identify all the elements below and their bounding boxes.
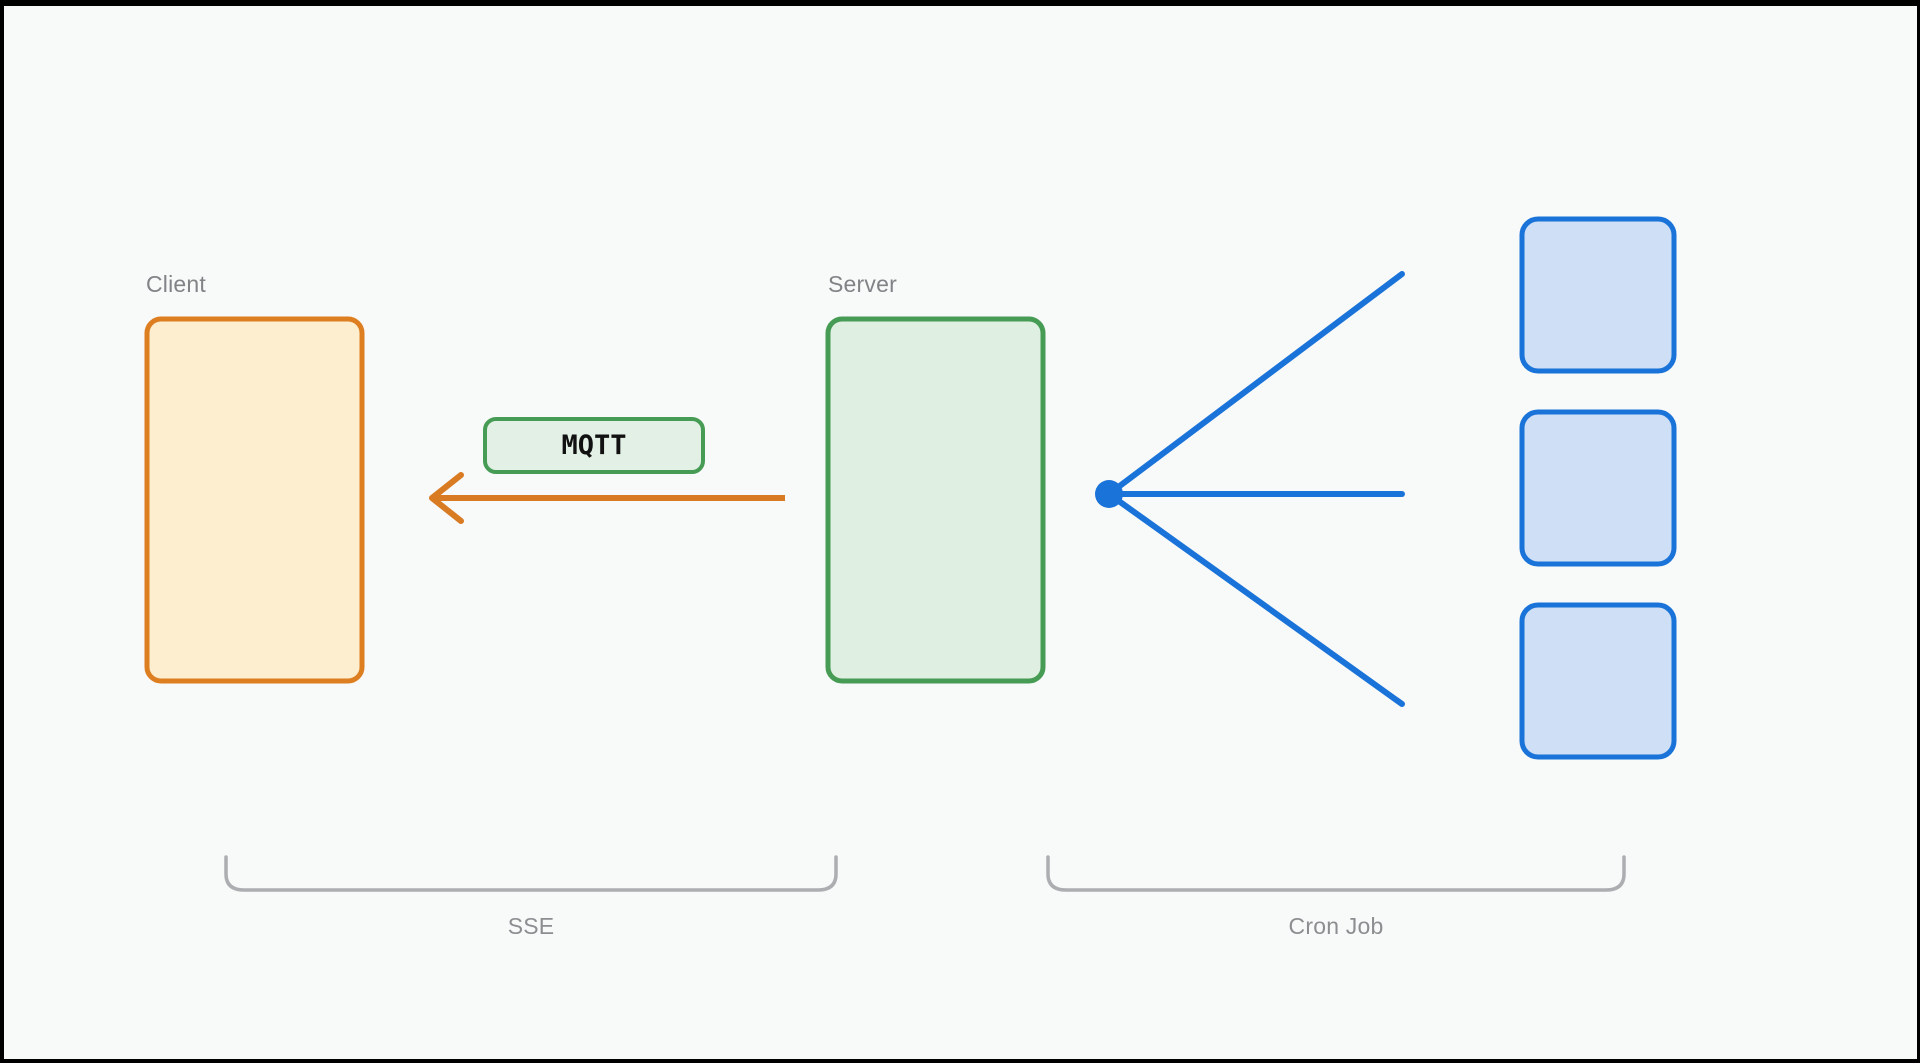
node-worker-2-box[interactable] (1519, 409, 1677, 567)
diagram-canvas: Client Server MQTT SSE Cron Job (4, 6, 1917, 1059)
cron-group-label: Cron Job (1288, 913, 1384, 939)
diagram-svg-layer (144, 216, 1677, 892)
node-server-label: Server (828, 271, 897, 297)
fanout-branch-1 (1106, 271, 1405, 497)
mqtt-edge-label[interactable]: MQTT (483, 417, 705, 474)
fanout-branch-3 (1106, 491, 1405, 707)
sse-group-brace (224, 855, 838, 892)
sse-group-label: SSE (507, 913, 555, 939)
fanout-hub-node[interactable] (1095, 480, 1123, 508)
node-server-box[interactable] (825, 316, 1046, 684)
node-client-label: Client (146, 271, 207, 297)
node-client-box[interactable] (144, 316, 365, 684)
cron-group-brace (1046, 855, 1626, 892)
node-worker-1-box[interactable] (1519, 216, 1677, 374)
node-worker-3-box[interactable] (1519, 602, 1677, 760)
mqtt-arrow-head-icon (429, 472, 464, 524)
